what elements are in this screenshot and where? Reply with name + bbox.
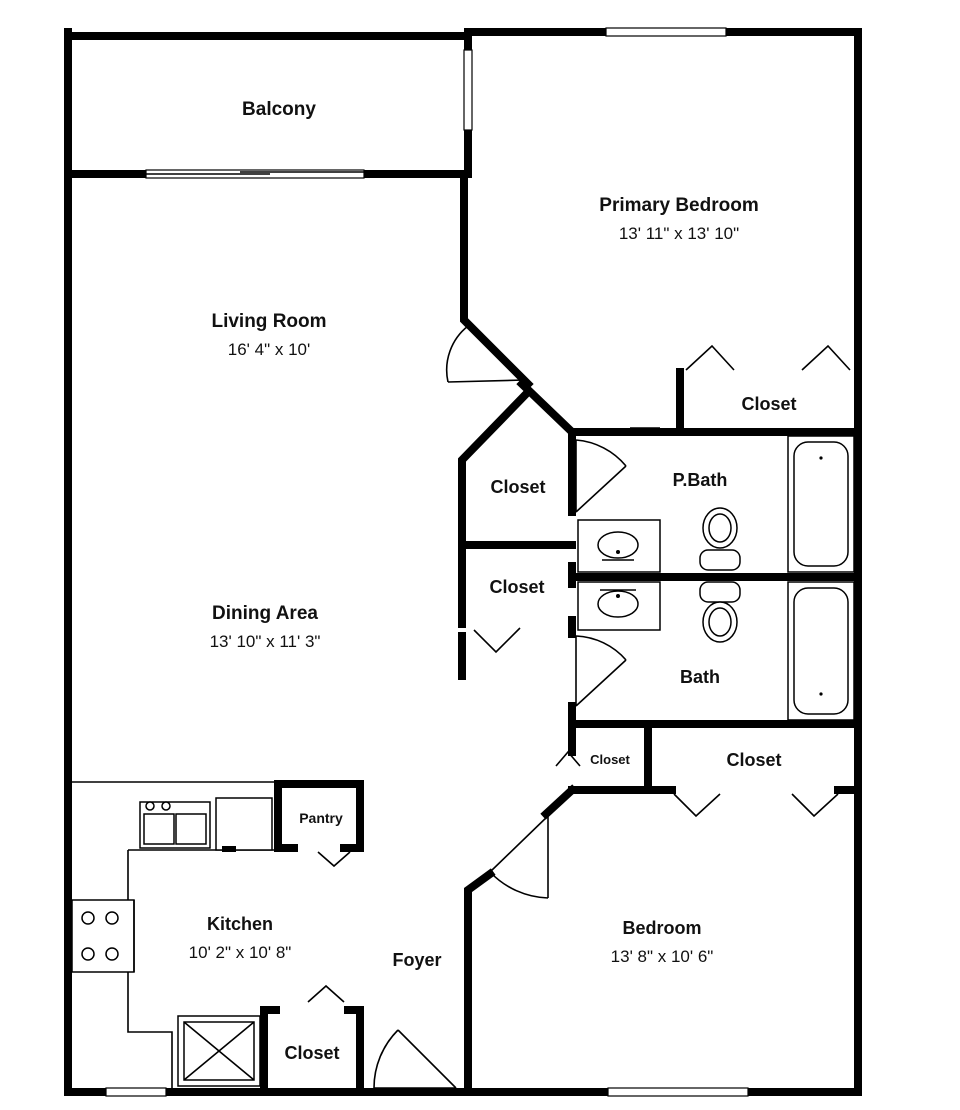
room-size-primary-bedroom: 13' 11" x 13' 10" xyxy=(618,224,740,243)
doors xyxy=(307,325,851,1089)
room-size-dining-area: 13' 10" x 11' 3" xyxy=(209,632,321,651)
toilet-icon xyxy=(699,581,741,643)
room-name-pantry: Pantry xyxy=(299,810,343,826)
room-name-p-bath: P.Bath xyxy=(672,470,728,490)
room-name-closet-primary: Closet xyxy=(741,394,797,414)
room-name-primary-bedroom: Primary Bedroom xyxy=(599,195,759,216)
room-name-kitchen: Kitchen xyxy=(206,914,274,934)
room-size-kitchen: 10' 2" x 10' 8" xyxy=(188,943,292,962)
windows xyxy=(105,27,749,1097)
room-name-closet-hall-upper: Closet xyxy=(490,477,546,497)
room-name-bath: Bath xyxy=(680,667,720,687)
room-name-bedroom: Bedroom xyxy=(622,918,702,938)
room-size-bedroom: 13' 8" x 10' 6" xyxy=(610,947,714,966)
room-name-closet-small: Closet xyxy=(590,752,630,767)
sink-icon xyxy=(139,801,211,849)
room-name-balcony: Balcony xyxy=(242,99,316,120)
stove-icon xyxy=(71,899,135,973)
room-name-closet-hall-lower: Closet xyxy=(489,577,545,597)
room-name-dining-area: Dining Area xyxy=(212,603,318,624)
refrigerator-icon xyxy=(215,797,273,851)
toilet-icon xyxy=(699,507,741,571)
room-name-foyer: Foyer xyxy=(392,950,442,970)
interior-walls xyxy=(260,170,862,1096)
room-name-living-room: Living Room xyxy=(211,311,327,332)
room-size-living-room: 16' 4" x 10' xyxy=(227,340,311,359)
water-heater-icon xyxy=(177,1015,261,1087)
fixtures xyxy=(71,435,855,1088)
room-name-closet-foyer: Closet xyxy=(284,1043,340,1063)
room-name-closet-bedroom: Closet xyxy=(726,750,782,770)
